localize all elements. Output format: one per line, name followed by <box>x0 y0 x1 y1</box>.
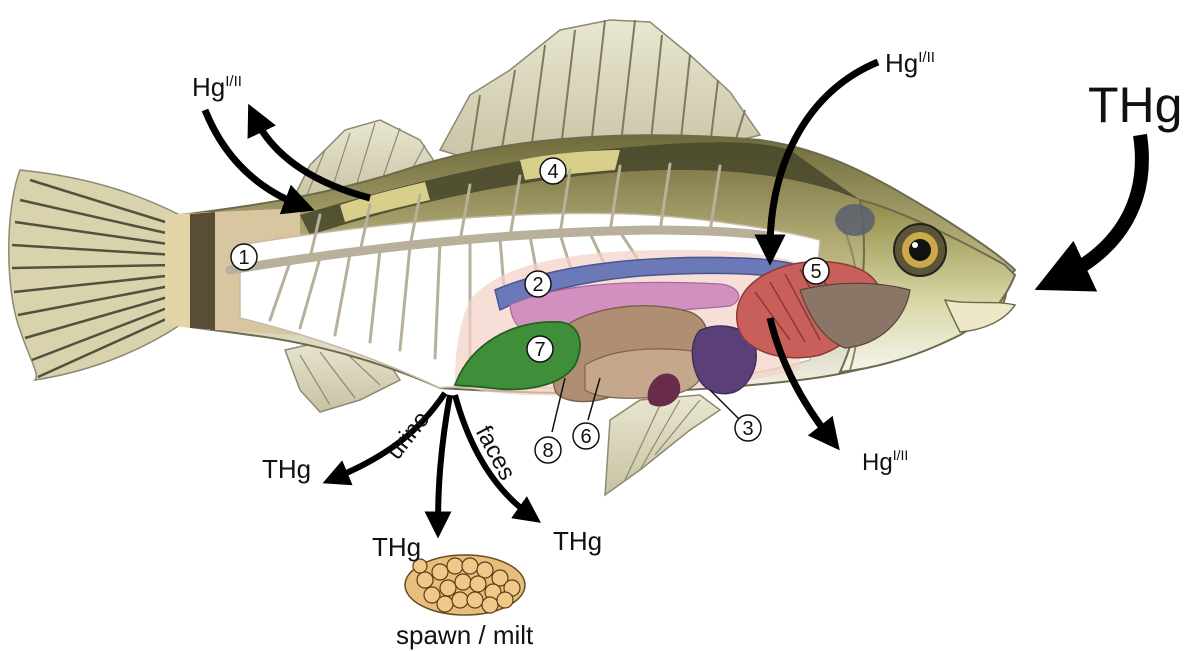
svg-text:3: 3 <box>742 418 753 440</box>
svg-text:5: 5 <box>810 261 821 283</box>
marker-5: 5 <box>803 258 829 284</box>
label-thg-faeces: THg <box>553 526 602 556</box>
label-hg-top-right: HgI/II <box>885 48 935 78</box>
label-thg-spawn: THg <box>372 532 421 562</box>
svg-text:8: 8 <box>542 440 553 462</box>
marker-3: 3 <box>710 390 761 441</box>
label-thg-urine: THg <box>262 454 311 484</box>
arrow-spawn <box>438 395 450 525</box>
arrow-thg-diet <box>1060 135 1142 278</box>
caudal-fin <box>9 170 180 380</box>
marker-7: 7 <box>527 336 553 362</box>
svg-text:2: 2 <box>532 274 543 296</box>
svg-text:1: 1 <box>238 247 249 269</box>
label-hg-top-left: HgI/II <box>192 72 242 102</box>
brain <box>835 204 875 236</box>
marker-4: 4 <box>540 158 566 184</box>
label-hg-gill-out: HgI/II <box>862 447 908 476</box>
svg-text:7: 7 <box>534 339 545 361</box>
label-spawn-milt: spawn / milt <box>396 620 534 650</box>
svg-text:6: 6 <box>580 426 591 448</box>
marker-2: 2 <box>525 271 551 297</box>
egg-cluster <box>405 555 525 615</box>
label-thg-diet: THg <box>1088 77 1182 133</box>
marker-1: 1 <box>231 244 257 270</box>
svg-text:4: 4 <box>547 161 558 183</box>
